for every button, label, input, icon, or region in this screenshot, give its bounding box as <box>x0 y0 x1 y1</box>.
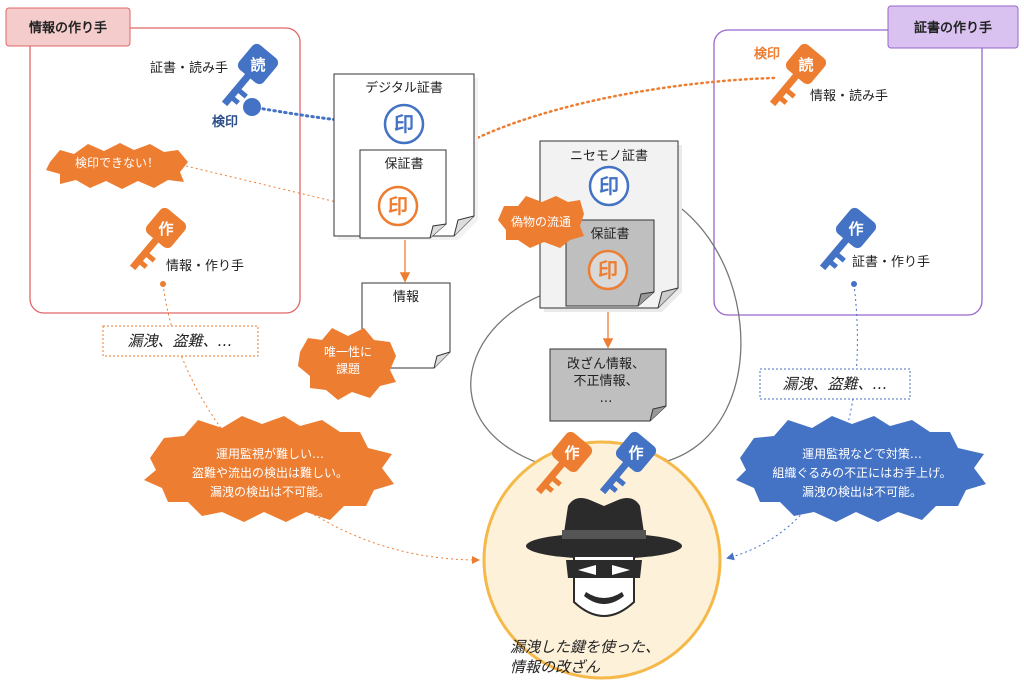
tampered-document <box>549 348 667 422</box>
uniqueness-bubble-line1: 唯一性に <box>324 345 372 359</box>
left-bubble-text: 検印できない！ <box>75 156 159 170</box>
digital-cert-title: デジタル証書 <box>365 80 443 96</box>
right-read-key-sub: 検印 <box>754 46 780 62</box>
left-read-key-sub: 検印 <box>212 114 238 130</box>
digital-cert-stamp: 印 <box>394 112 414 136</box>
right-group-frame <box>713 29 983 316</box>
tampered-line3: … <box>600 391 613 406</box>
left-leak-label-box <box>102 325 259 357</box>
fake-cert-stamp: 印 <box>599 174 619 198</box>
right-make-key-label: 証書・作り手 <box>852 255 930 270</box>
digital-guarantee-stamp: 印 <box>388 194 408 218</box>
left-warning-line1: 運用監視が難しい… <box>216 446 324 461</box>
left-group-label: 情報の作り手 <box>29 20 107 36</box>
right-read-key-char: 読 <box>798 56 813 74</box>
uniqueness-bubble-shape <box>298 328 396 400</box>
cannot-verify-arrow <box>185 165 372 213</box>
right-warning-bubble-shape <box>736 416 986 522</box>
left-warning-bubble-shape <box>144 416 394 522</box>
hacker-icon <box>526 498 682 617</box>
fake-guarantee-label: 保証書 <box>590 227 629 242</box>
fake-circulation-bubble-text: 偽物の流通 <box>511 215 571 229</box>
right-warning-line1: 運用監視などで対策… <box>802 446 922 461</box>
fake-guarantee-stamp-icon <box>587 249 629 291</box>
attacker-blue-key-char: 作 <box>628 444 643 462</box>
left-group-label-box <box>5 7 131 47</box>
left-leak-label: 漏洩、盗難、… <box>127 332 232 350</box>
tampered-line2: 不正情報、 <box>573 374 638 389</box>
fake-cert-stamp-icon <box>588 165 630 207</box>
right-make-key-char: 作 <box>848 220 863 238</box>
right-leak-label: 漏洩、盗難、… <box>782 375 887 393</box>
right-group-label-box <box>887 5 1019 49</box>
digital-cert-stamp-icon <box>383 103 425 145</box>
right-group-label: 証書の作り手 <box>914 20 992 36</box>
left-read-key-icon <box>212 41 281 115</box>
fake-circulation-bubble-shape <box>498 196 584 248</box>
uniqueness-bubble-line2: 課題 <box>336 361 360 376</box>
left-read-key-label: 証書・読み手 <box>150 60 228 76</box>
right-warning-line3: 漏洩の検出は不可能。 <box>802 485 922 499</box>
digital-guarantee-stamp-icon <box>377 185 419 227</box>
fake-guarantee-stamp: 印 <box>598 258 618 282</box>
attacker-caption-line1: 漏洩した鍵を使った、 <box>510 638 660 656</box>
tampered-line1: 改ざん情報、 <box>567 356 645 372</box>
attacker-orange-key-char: 作 <box>564 444 579 462</box>
digital-guarantee-label: 保証書 <box>384 157 423 172</box>
left-warning-line3: 漏洩の検出は不可能。 <box>210 485 330 499</box>
left-read-key-char: 読 <box>250 56 265 74</box>
info-document-label: 情報 <box>393 290 419 305</box>
right-leak-label-box <box>759 368 911 400</box>
left-make-key-char: 作 <box>158 220 173 238</box>
fake-cert-title: ニセモノ証書 <box>570 149 648 164</box>
attacker-caption-line2: 情報の改ざん <box>510 658 601 676</box>
left-warning-line2: 盗難や流出の検出は難しい。 <box>192 465 348 480</box>
verify-arrow-blue <box>243 98 378 134</box>
left-bubble-shape <box>46 143 188 189</box>
right-read-key-label: 情報・読み手 <box>810 88 888 104</box>
right-warning-line2: 組織ぐるみの不正にはお手上げ。 <box>772 466 951 480</box>
left-make-key-label: 情報・作り手 <box>166 259 244 274</box>
